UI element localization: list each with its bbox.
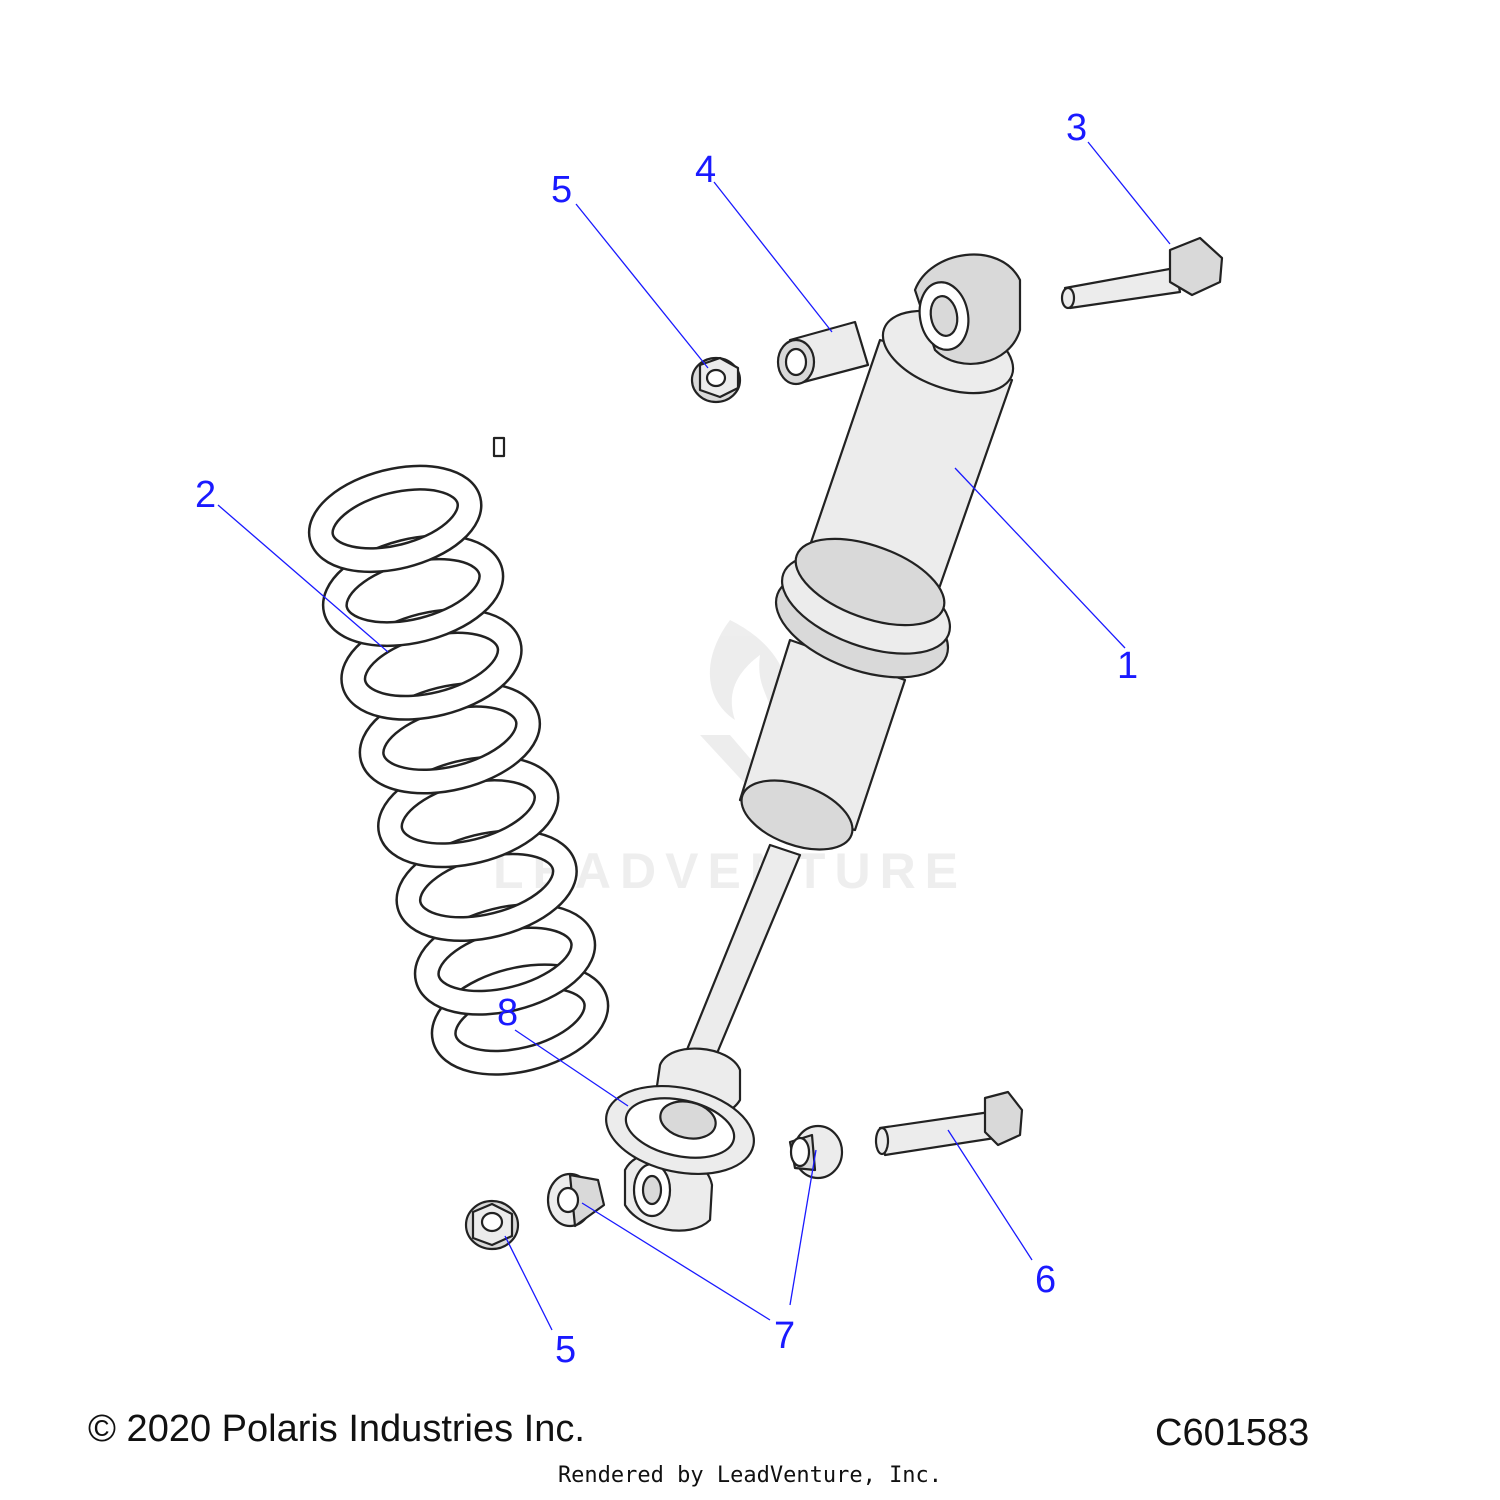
callout-8: 8	[497, 992, 518, 1034]
leader-lines	[217, 141, 1171, 1331]
callout-3: 3	[1066, 107, 1087, 149]
callout-4: 4	[695, 149, 716, 191]
flange-nut-upper[interactable]	[690, 356, 742, 404]
callout-7: 7	[774, 1315, 795, 1357]
callout-5-upper: 5	[551, 169, 572, 211]
bushing-right[interactable]	[788, 1124, 844, 1180]
upper-bolt[interactable]	[1060, 236, 1224, 310]
rendered-by-text: Rendered by LeadVenture, Inc.	[557, 1463, 943, 1488]
callout-labels: 1 2 3 4 5 5 6 7 8	[195, 107, 1138, 1371]
bushing-sleeve[interactable]	[776, 320, 870, 386]
callout-2: 2	[195, 474, 216, 516]
shock-absorber[interactable]	[623, 253, 1024, 1232]
copyright-text: © 2020 Polaris Industries Inc.	[88, 1408, 585, 1450]
spring-seat-washer[interactable]	[598, 1073, 762, 1186]
coil-spring[interactable]	[307, 436, 610, 1078]
callout-5-lower: 5	[555, 1329, 576, 1371]
lower-bolt[interactable]	[874, 1090, 1024, 1157]
diagram-code: C601583	[1155, 1412, 1310, 1454]
callout-1: 1	[1117, 645, 1138, 687]
bushing-left[interactable]	[546, 1172, 606, 1228]
flange-nut-lower[interactable]	[464, 1199, 520, 1251]
callout-6: 6	[1035, 1259, 1056, 1301]
